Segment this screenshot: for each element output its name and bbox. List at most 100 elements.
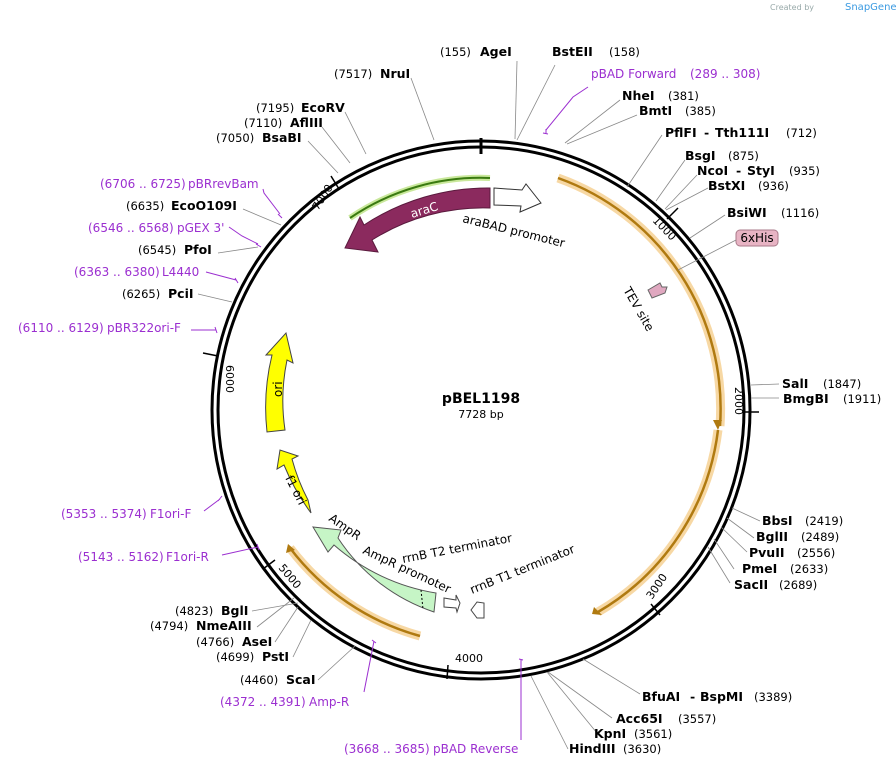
tick-6000 (202, 352, 219, 357)
site-name-bmgbi[interactable]: BmgBI (783, 391, 829, 406)
primer-name-f1ori-r[interactable]: F1ori-R (166, 550, 209, 564)
site-name-tth111i[interactable]: Tth111I (715, 125, 769, 140)
site-pos-bsabi: (7050) (216, 131, 254, 145)
site-name-psti[interactable]: PstI (262, 649, 289, 664)
primer-name-f1ori-f[interactable]: F1ori-F (150, 507, 191, 521)
site-name-sacii[interactable]: SacII (734, 577, 768, 592)
site-name-nrui[interactable]: NruI (380, 66, 410, 81)
primer-name-pgex3[interactable]: pGEX 3' (177, 221, 224, 235)
site-pos-nrui: (7517) (334, 67, 372, 81)
site-pos-sacii: (2689) (779, 578, 817, 592)
primer-range-pbad-forward: (289 .. 308) (690, 67, 760, 81)
site-name-scai[interactable]: ScaI (286, 672, 316, 687)
site-name-bbsi[interactable]: BbsI (762, 513, 793, 528)
site-name-ncoi[interactable]: NcoI (697, 163, 728, 178)
ampr-feature[interactable] (312, 526, 437, 613)
leader-pfoi (217, 246, 259, 254)
leader-ecorv (344, 111, 367, 155)
site-name-acc65i[interactable]: Acc65I (616, 711, 663, 726)
f1-ori-label: f1 ori (282, 473, 309, 507)
site-name-bsteii[interactable]: BstEII (552, 44, 593, 59)
site-name-pmei[interactable]: PmeI (742, 561, 777, 576)
leader-bsabi (307, 140, 339, 174)
site-name-bfuai[interactable]: BfuAI (642, 689, 680, 704)
leader-sacii (707, 546, 731, 584)
leader-sali (750, 383, 780, 386)
leader-pvuii (720, 526, 748, 553)
site-pos-kpni: (3561) (634, 727, 672, 741)
site-name-agei[interactable]: AgeI (480, 44, 512, 59)
ampr-arc (289, 547, 421, 638)
leader-pflfi (626, 134, 663, 188)
primer-mark-f1ori-f (203, 495, 223, 512)
site-name-bmti[interactable]: BmtI (639, 103, 672, 118)
site-name-bsiwi[interactable]: BsiWI (727, 205, 767, 220)
site-name-afliii[interactable]: AflIII (290, 115, 323, 130)
primer-marks (191, 86, 589, 740)
leader-bstxi (665, 187, 709, 211)
araBAD-promoter-feature[interactable] (493, 183, 542, 213)
site-pos-bglii: (2489) (801, 530, 839, 544)
primer-name-pbad-forward[interactable]: pBAD Forward (591, 67, 676, 81)
primer-name-amp-r[interactable]: Amp-R (309, 695, 349, 709)
site-pos-bmgbi: (1911) (843, 392, 881, 406)
primer-name-pbr322ori-f[interactable]: pBR322ori-F (107, 321, 181, 335)
site-name-bgli[interactable]: BglI (221, 603, 248, 618)
site-name-styi[interactable]: StyI (747, 163, 775, 178)
tick-4000 (446, 664, 449, 680)
leader-scai (317, 645, 356, 681)
site-name-nmeaiii[interactable]: NmeAIII (196, 618, 252, 633)
cds-arc-2 (597, 429, 720, 614)
site-name-hindiii[interactable]: HindIII (569, 741, 616, 756)
site-pos-bmti: (385) (685, 104, 716, 118)
site-pos-pmei: (2633) (790, 562, 828, 576)
site-name-bsgi[interactable]: BsgI (685, 148, 716, 163)
leader-pcii (197, 293, 233, 303)
site-name-ecoo109i[interactable]: EcoO109I (171, 198, 237, 213)
tick-marks (202, 175, 759, 680)
ori-feature[interactable] (264, 331, 294, 433)
f1-ori-feature[interactable] (276, 449, 312, 514)
site-name-bglii[interactable]: BglII (756, 529, 788, 544)
site-pos-bsteii: (158) (609, 45, 640, 59)
site-name-bspmi[interactable]: BspMI (700, 689, 743, 704)
leader-kpni (546, 671, 598, 734)
tev-site-feature[interactable] (647, 282, 668, 299)
site-name-sali[interactable]: SalI (782, 376, 808, 391)
site-name-asei[interactable]: AseI (242, 634, 272, 649)
his-tag-box[interactable] (735, 229, 779, 247)
site-name-ecorv[interactable]: EcoRV (301, 100, 345, 115)
primer-range-amp-r: (4372 .. 4391) (220, 695, 306, 709)
primer-name-pbad-reverse[interactable]: pBAD Reverse (433, 742, 518, 756)
primer-name-l4440[interactable]: L4440 (162, 265, 199, 279)
site-name-nhei[interactable]: NheI (622, 88, 655, 103)
rrnb-t1-feature[interactable] (470, 601, 485, 619)
cds-arrow-1 (713, 420, 722, 430)
site-pos-hindiii: (3630) (623, 742, 661, 756)
site-name-kpni[interactable]: KpnI (594, 726, 626, 741)
site-name-pvuii[interactable]: PvuII (749, 545, 785, 560)
site-pos-nhei: (381) (668, 89, 699, 103)
primer-name-pbrrevbam[interactable]: pBRrevBam (188, 177, 259, 191)
snapgene-logo: SnapGene (845, 2, 896, 13)
site-name-bstxi[interactable]: BstXI (708, 178, 745, 193)
site-pos-bstxi: (936) (758, 179, 789, 193)
site-name-pfoi[interactable]: PfoI (184, 242, 212, 257)
site-name-bsabi[interactable]: BsaBI (262, 130, 302, 145)
site-pos-bgli: (4823) (175, 604, 213, 618)
site-pos-psti: (4699) (216, 650, 254, 664)
site-pos-bfuai: (3389) (754, 690, 792, 704)
leader-bmti (566, 114, 638, 145)
site-name-pflfi[interactable]: PflFI (665, 125, 697, 140)
leader-bfuai (582, 658, 641, 695)
araC-feature[interactable] (344, 187, 491, 253)
primer-mark-pgex3 (228, 226, 262, 248)
site-name-pcii[interactable]: PciI (168, 286, 194, 301)
araC-line (349, 176, 491, 219)
leader-nhei (564, 99, 621, 144)
leader-bsgi (655, 159, 686, 202)
primer-range-pgex3: (6546 .. 6568) (88, 221, 174, 235)
site-pos-sali: (1847) (823, 377, 861, 391)
ampr-arc-arrow (286, 544, 295, 553)
rrnb-t2-feature[interactable] (443, 594, 461, 614)
